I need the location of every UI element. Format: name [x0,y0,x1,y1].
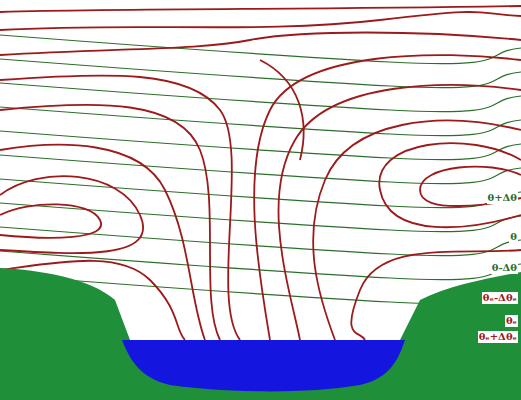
isentrope-label: θ [509,231,518,243]
isentrope-label: θ-Δθ [491,262,518,274]
hills [0,268,521,400]
theta-line [0,179,521,208]
isentrope-label: θₑ-Δθₑ [482,292,518,304]
isentrope-label: θ+Δθ [487,192,518,204]
theta-line [0,155,521,184]
isentrope-label: θₑ+Δθₑ [478,331,518,343]
isentrope-label: θₑ [505,315,518,327]
theta-line [0,83,521,112]
theta-line [0,59,521,88]
lake [122,340,405,391]
